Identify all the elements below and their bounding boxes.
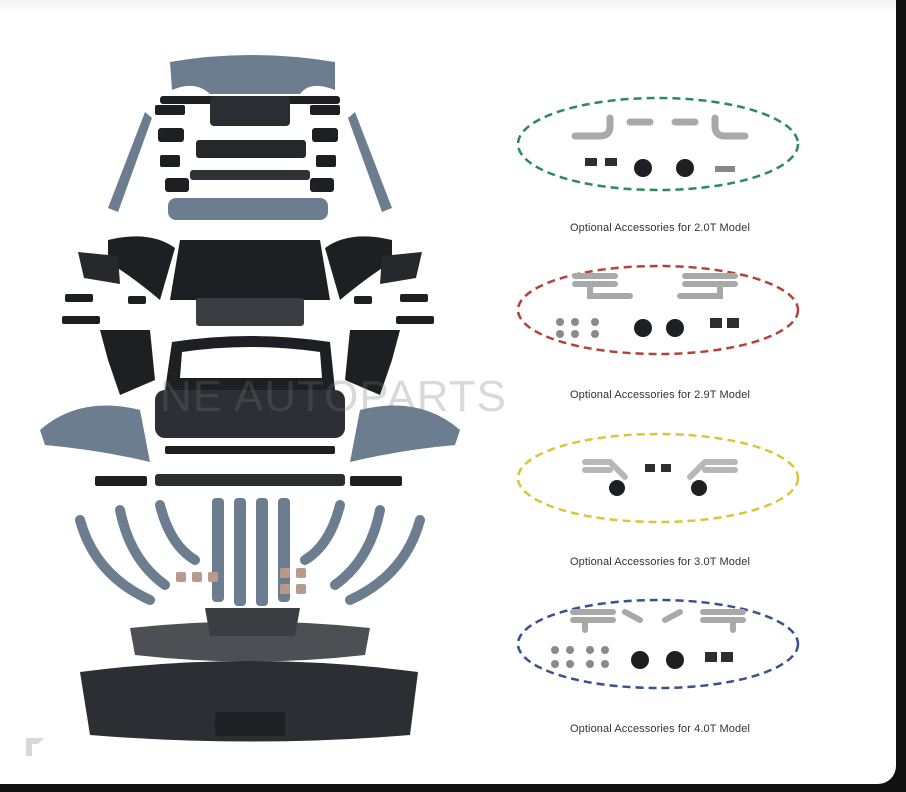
tip bbox=[609, 480, 625, 496]
bonnet-trim bbox=[196, 298, 304, 326]
clip-sets bbox=[176, 568, 306, 594]
grille-main bbox=[210, 96, 290, 126]
rear-bracket-left bbox=[100, 330, 155, 395]
tip bbox=[691, 480, 707, 496]
hanger bbox=[721, 652, 733, 662]
hanger bbox=[705, 652, 717, 662]
small-parts-top bbox=[155, 105, 340, 192]
hanger bbox=[727, 318, 739, 328]
wheel-arches bbox=[75, 500, 425, 605]
tip-right bbox=[676, 159, 694, 177]
tailgate-window bbox=[180, 347, 322, 378]
ring-4-0t bbox=[516, 598, 800, 690]
caption-2-0t: Optional Accessories for 2.0T Model bbox=[570, 222, 750, 234]
small-parts-mid bbox=[62, 294, 434, 324]
product-image-frame: NE AUTOPARTS Optional Accessories for 2.… bbox=[0, 0, 896, 784]
grille-strip bbox=[190, 170, 310, 180]
top-shade bbox=[0, 0, 896, 14]
side-skirt-left bbox=[108, 112, 152, 212]
front-fender-right bbox=[325, 236, 392, 300]
rear-bumper-cover bbox=[155, 390, 345, 438]
ring-3-0t bbox=[516, 432, 800, 524]
clamps bbox=[556, 318, 599, 338]
brand-text: FLINSTONE AUTOPARTS bbox=[50, 742, 166, 752]
accessory-group-4-0t bbox=[515, 598, 805, 698]
lower-strip-right bbox=[350, 476, 402, 486]
lower-strip-1 bbox=[165, 446, 335, 454]
tip-left bbox=[634, 159, 652, 177]
exhaust-pipes bbox=[570, 609, 746, 633]
rear-bracket-right bbox=[345, 330, 400, 395]
rear-bumper-plate bbox=[215, 712, 285, 736]
lower-strip-left bbox=[95, 476, 147, 486]
headlight-left bbox=[78, 252, 120, 284]
logo-icon bbox=[26, 738, 44, 756]
body-kit-illustration bbox=[40, 55, 460, 742]
exhaust-pipes bbox=[571, 114, 749, 140]
tip bbox=[666, 651, 684, 669]
clamps bbox=[551, 646, 609, 668]
front-bumper-upper bbox=[170, 55, 335, 94]
side-skirt-right bbox=[348, 112, 392, 212]
door-strips bbox=[212, 498, 290, 606]
rear-fender-right bbox=[350, 405, 460, 462]
hanger bbox=[661, 464, 671, 472]
hanger bbox=[710, 318, 722, 328]
bracket bbox=[715, 166, 735, 172]
accessory-group-2-9t bbox=[515, 262, 805, 362]
hanger bbox=[605, 158, 617, 166]
brand-mark: FLINSTONE AUTOPARTS bbox=[24, 730, 166, 764]
tip bbox=[631, 651, 649, 669]
lower-strip-2 bbox=[155, 474, 345, 486]
headlight-right bbox=[380, 252, 422, 284]
diffuser-center bbox=[205, 608, 300, 636]
exhaust-pipes bbox=[572, 273, 738, 299]
rear-fender-left bbox=[40, 405, 150, 462]
front-fender-left bbox=[108, 236, 175, 300]
tip bbox=[634, 319, 652, 337]
caption-2-9t: Optional Accessories for 2.9T Model bbox=[570, 389, 750, 401]
rear-diffuser bbox=[130, 621, 370, 662]
exhaust-pipes bbox=[582, 459, 738, 480]
accessory-group-2-0t bbox=[515, 96, 805, 196]
front-splitter bbox=[168, 198, 328, 220]
caption-4-0t: Optional Accessories for 4.0T Model bbox=[570, 723, 750, 735]
ring-2-9t bbox=[516, 264, 800, 356]
hanger bbox=[645, 464, 655, 472]
tip bbox=[666, 319, 684, 337]
hanger bbox=[585, 158, 597, 166]
accessory-group-3-0t bbox=[515, 432, 805, 532]
caption-3-0t: Optional Accessories for 3.0T Model bbox=[570, 556, 750, 568]
rear-bumper bbox=[80, 661, 418, 742]
watermark: NE AUTOPARTS bbox=[160, 372, 507, 421]
bonnet bbox=[170, 240, 330, 300]
ring-2-0t bbox=[516, 96, 800, 192]
grille-lower bbox=[196, 140, 306, 158]
